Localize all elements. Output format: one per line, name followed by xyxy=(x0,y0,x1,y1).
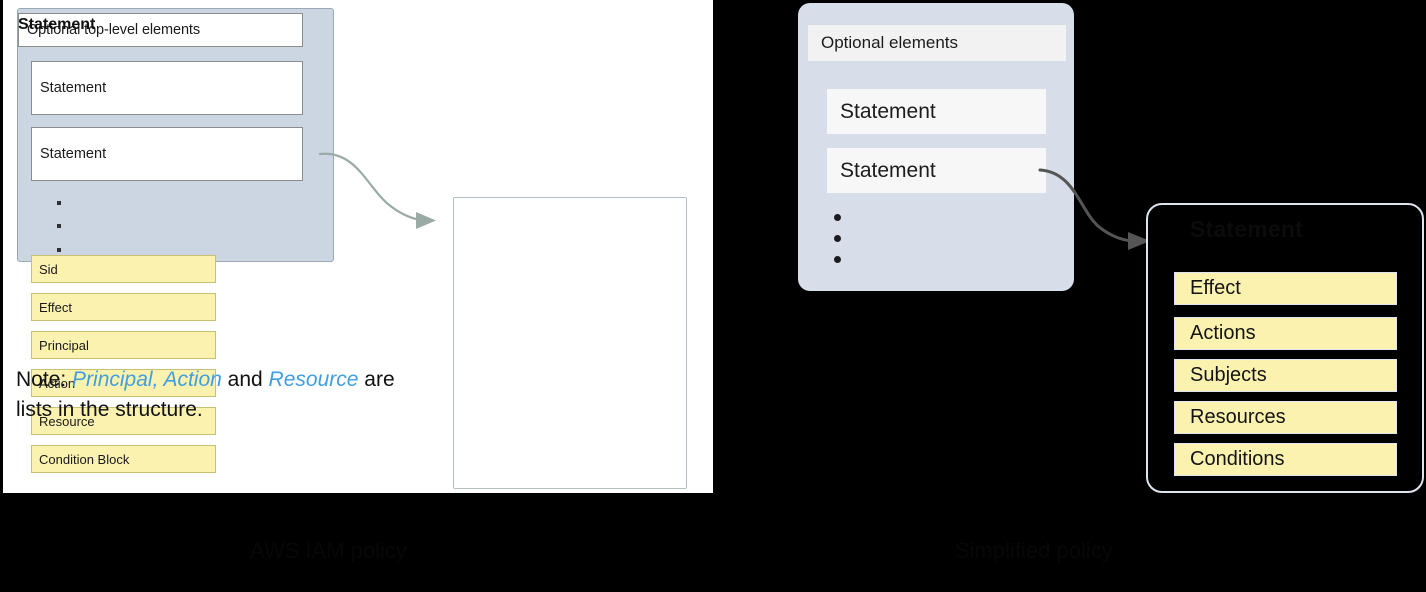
right-ellipsis-dot-1 xyxy=(834,214,841,221)
note-highlight-principal-action: Principal, Action xyxy=(72,368,222,391)
right-ellipsis-dot-3 xyxy=(834,256,841,263)
right-field-subjects: Subjects xyxy=(1174,359,1397,392)
left-field-action: Action xyxy=(31,369,216,397)
left-group-title: Optional top-level elements xyxy=(18,13,303,47)
right-field-effect: Effect xyxy=(1174,272,1397,305)
left-note-text: Note: Principal, Action and Resource are… xyxy=(16,365,436,426)
left-statement-detail-card xyxy=(453,197,687,489)
right-field-conditions: Conditions xyxy=(1174,443,1397,476)
left-field-principal: Principal xyxy=(31,331,216,359)
right-statement-box-1: Statement xyxy=(827,89,1046,134)
note-highlight-resource: Resource xyxy=(268,368,359,391)
left-field-effect: Effect xyxy=(31,293,216,321)
left-field-condition-block: Condition Block xyxy=(31,445,216,473)
left-ellipsis-dot-1 xyxy=(57,201,61,205)
right-field-resources: Resources xyxy=(1174,401,1397,434)
note-middle: and xyxy=(221,368,269,391)
left-field-resource: Resource xyxy=(31,407,216,435)
left-ellipsis-dot-3 xyxy=(57,248,61,252)
right-ellipsis-dot-2 xyxy=(834,235,841,242)
left-field-sid: Sid xyxy=(31,255,216,283)
right-detail-title: Statement xyxy=(1190,216,1303,242)
note-prefix: Note: xyxy=(16,368,73,391)
right-caption: Simplified policy xyxy=(955,538,1113,563)
left-ellipsis-dot-2 xyxy=(57,224,61,228)
left-caption: AWS IAM policy xyxy=(250,538,407,563)
left-statement-box-1: Statement xyxy=(31,61,303,115)
right-statement-box-2: Statement xyxy=(827,148,1046,193)
left-statement-box-2: Statement xyxy=(31,127,303,181)
right-field-actions: Actions xyxy=(1174,317,1397,350)
right-group-title: Optional elements xyxy=(808,25,1066,61)
note-suffix: are lists in the structure. xyxy=(16,368,395,422)
left-detail-title: Statement xyxy=(18,16,96,33)
